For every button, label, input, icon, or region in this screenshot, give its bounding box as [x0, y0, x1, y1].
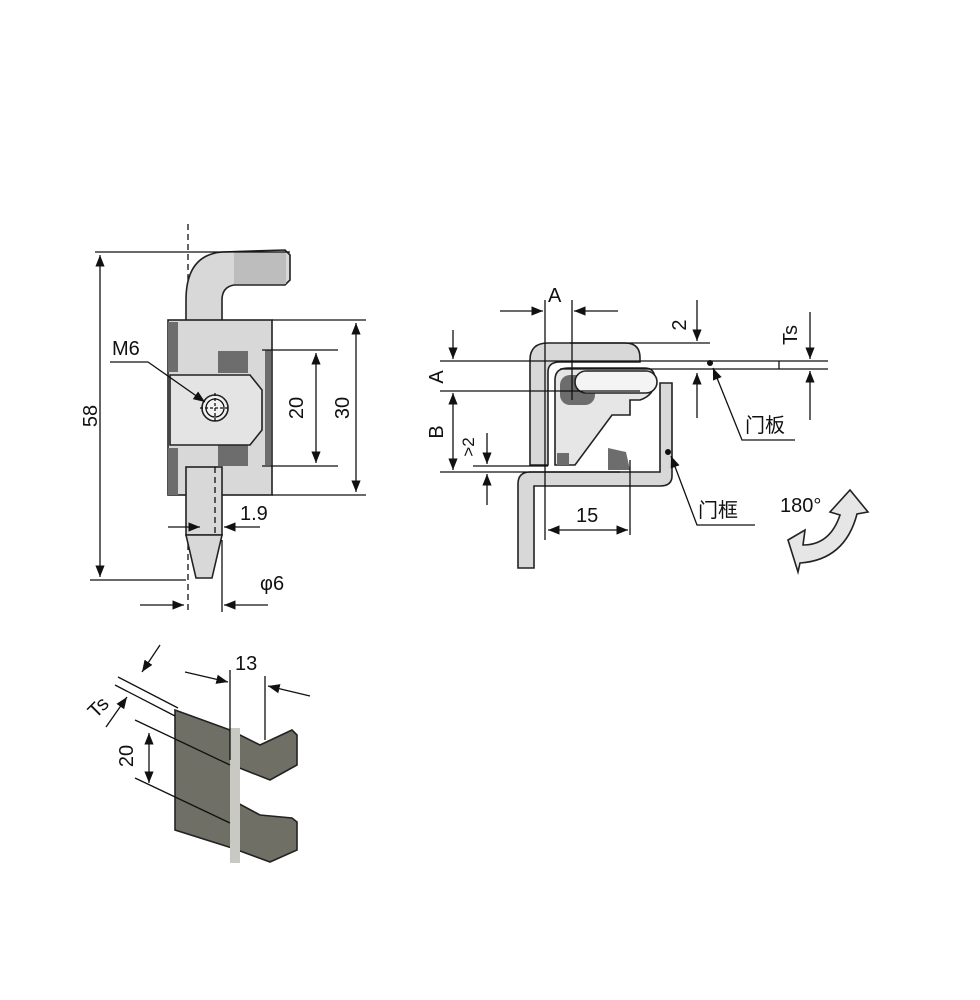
offset-label: 1.9: [240, 503, 268, 525]
thread-label: M6: [112, 338, 140, 360]
body-edge-top: [168, 322, 178, 372]
latch-dark-small: [557, 453, 569, 465]
dim-15-label: 15: [576, 505, 598, 527]
door-frame-label: 门框: [698, 498, 738, 522]
hook-face: [234, 252, 286, 284]
bracket-view: Ts 13 20: [84, 644, 311, 863]
pin-tip: [184, 534, 224, 579]
dim-gap-label: >2: [459, 437, 478, 456]
side-strip: [265, 350, 271, 465]
dark-block-top: [218, 351, 248, 373]
door-frame: [517, 382, 673, 569]
pin-diameter-label: φ6: [260, 573, 284, 595]
latch-cam: [529, 342, 641, 466]
rotation-label: 180°: [780, 495, 821, 517]
latch-dark-foot: [608, 448, 630, 470]
dim-b-label: B: [426, 425, 448, 438]
section-view: A 2 Ts A B >2 15 门板 门框 180°: [426, 285, 870, 576]
bracket-20-label: 20: [116, 745, 138, 767]
dim-30-label: 30: [332, 397, 354, 419]
door-panel-label: 门板: [745, 413, 785, 437]
rotate-arrow-icon: [787, 488, 870, 576]
dim-2-label: 2: [669, 319, 691, 330]
dim-58-label: 58: [80, 405, 102, 427]
bracket-ts-label: Ts: [84, 693, 114, 723]
dim-20-label: 20: [286, 397, 308, 419]
bracket-bend: [230, 728, 240, 863]
dim-ts-label: Ts: [780, 325, 802, 345]
tongue-slot: [574, 370, 658, 394]
pin: [185, 466, 223, 536]
dim-a-side-label: A: [426, 370, 448, 384]
body-edge-bottom: [168, 448, 178, 495]
dim-a-top-label: A: [548, 285, 562, 307]
front-view: 58 20 30 M6 1.9 φ6: [80, 224, 366, 612]
bracket-13-label: 13: [235, 653, 257, 675]
dark-block-bottom: [218, 443, 248, 466]
